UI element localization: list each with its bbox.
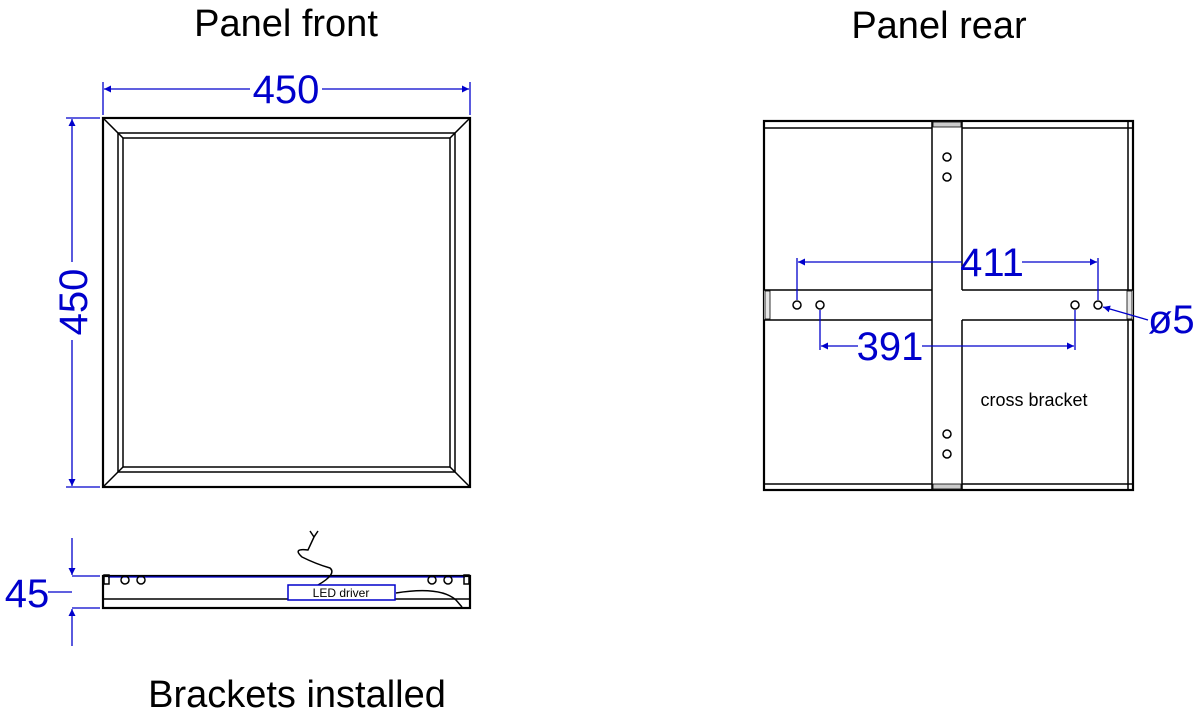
width-dimension: 450 (102, 68, 471, 115)
side-bracket-right (427, 574, 470, 585)
width-dimension-text: 450 (253, 68, 320, 112)
height-dimension-text: 450 (52, 269, 96, 336)
bracket-clip-top (932, 121, 962, 128)
mounting-hole (942, 152, 952, 162)
mounting-hole (1093, 300, 1103, 310)
mounting-hole (942, 449, 952, 459)
front-bevel-corner-br (449, 466, 471, 488)
mounting-hole (792, 300, 802, 310)
panel-rear-view: cross bracket (762, 119, 1135, 492)
depth-dimension-text: 45 (5, 572, 50, 616)
bracket-clip-left (764, 290, 771, 320)
hole-diameter-callout: ø5 (1102, 298, 1195, 342)
height-dimension: 450 (52, 117, 100, 488)
front-bevel-corner-tr (449, 117, 471, 139)
bracket-clip-right (1126, 290, 1133, 320)
panel-rear-title: Panel rear (851, 5, 1027, 47)
outer-hole-spacing-dimension: 411 (796, 241, 1099, 300)
cross-bracket-label: cross bracket (980, 390, 1087, 410)
side-view: LED driver (101, 530, 472, 610)
front-bevel-corner-tl (102, 117, 124, 139)
led-driver-label: LED driver (313, 586, 370, 600)
inner-hole-spacing-dimension: 391 (819, 310, 1076, 369)
side-profile (101, 574, 472, 610)
power-cable (297, 530, 333, 586)
driver-output-cable (395, 589, 463, 608)
side-bracket-left (103, 574, 146, 585)
bracket-clip-bottom (932, 483, 962, 490)
hole-diameter-text: ø5 (1148, 298, 1195, 342)
outer-hole-spacing-text: 411 (960, 241, 1024, 285)
depth-dimension: 45 (5, 538, 100, 646)
mounting-hole (942, 429, 952, 439)
led-driver-box (287, 584, 396, 601)
mounting-hole (942, 172, 952, 182)
front-light-area (122, 137, 451, 468)
panel-front-title: Panel front (194, 3, 378, 45)
cross-bracket (764, 120, 1133, 491)
inner-hole-spacing-text: 391 (857, 325, 924, 369)
front-outer-frame (101, 116, 472, 489)
brackets-installed-title: Brackets installed (148, 674, 446, 716)
panel-front-view (101, 116, 472, 489)
mounting-hole (1070, 300, 1080, 310)
mounting-hole (815, 300, 825, 310)
front-bevel-corner-bl (102, 466, 124, 488)
front-bevel-inner-edge (117, 132, 456, 473)
mounting-holes (792, 152, 1103, 459)
